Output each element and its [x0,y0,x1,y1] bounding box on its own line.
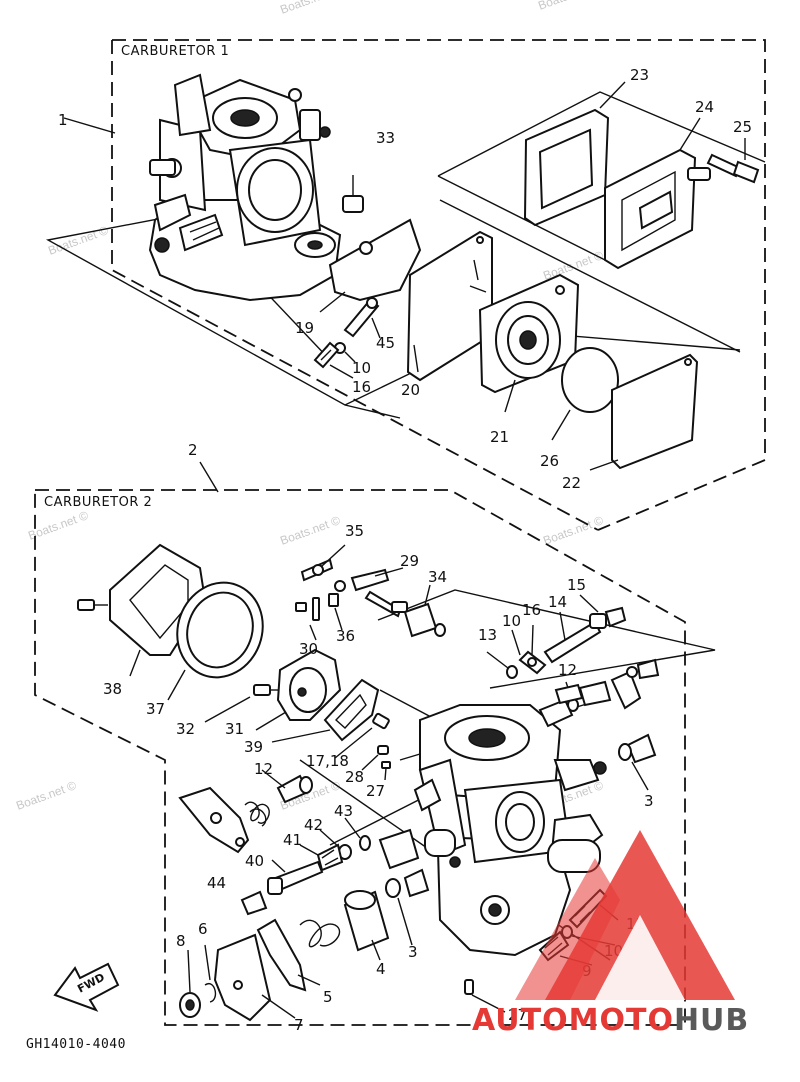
part-27-jet [464,979,506,1013]
brand-text: AUTOMOTOHUB [472,1003,749,1038]
brand-auto: AUTO [472,1003,569,1038]
callout-16: 16 [522,601,541,619]
callout-12: 12 [558,661,577,679]
callout-2: 2 [188,441,198,459]
callout-7: 7 [294,1016,304,1034]
parts-45-10-16 [313,297,381,379]
callout-3-lower: 3 [408,943,418,961]
watermark: Boats.net © [14,778,78,813]
callout-8: 8 [176,932,186,950]
watermark: Boats.net © [541,513,605,548]
brand-triangle-icon [515,830,735,1000]
carburetor-2-label: CARBURETOR 2 [44,495,152,510]
parts-35-29-34-30-36 [295,544,446,641]
part-12-collar-left [261,769,313,804]
callout-19: 19 [295,319,314,337]
part-39-gasket [271,678,380,743]
callout-31: 31 [225,720,244,738]
callout-10: 10 [502,612,521,630]
carburetor-1-label: CARBURETOR 1 [121,44,229,59]
callout-29: 29 [400,552,419,570]
part-5-spring-lever [256,918,341,992]
watermark: Boats.net © [278,513,342,548]
callout-43: 43 [334,802,353,820]
part-19-diaphragm [319,218,422,313]
part-37-diaphragm [167,581,264,701]
callout-25: 25 [733,118,752,136]
spring-left [244,801,270,827]
callout-30: 30 [299,640,318,658]
carburetor-2-boundary [34,489,686,1026]
lever-arm-left [178,786,250,854]
parts-17-18-28-27 [334,712,391,781]
callout-34: 34 [428,568,447,586]
carburetor-2-body [378,683,607,957]
callout-42: 42 [304,816,323,834]
watermark: Boats.net © [541,248,605,283]
callout-22: 22 [562,474,581,492]
callout-33: 33 [376,129,395,147]
callout-13: 13 [478,626,497,644]
callout-16: 16 [352,378,371,396]
carb1-callouts: 1 33 23 24 25 19 45 10 16 20 21 26 22 [58,66,752,492]
callout-32: 32 [176,720,195,738]
part-31-pump-cap [255,648,342,731]
callout-37: 37 [146,700,165,718]
part-32-screw [204,684,282,723]
callout-20: 20 [401,381,420,399]
parts-43-42-41-40-44 [240,817,371,916]
callout-12-left: 12 [254,760,273,778]
watermark: Boats.net © [536,0,600,13]
callout-26: 26 [540,452,559,470]
callout-40: 40 [245,852,264,870]
callout-38: 38 [103,680,122,698]
part-20-gasket [406,230,493,382]
leader-2 [199,461,219,493]
part-24-cover [604,117,711,270]
callout-4: 4 [376,960,386,978]
part-6-washer [204,944,217,1003]
part-21-pump-cover [478,273,580,413]
brand-hub: HUB [674,1003,749,1038]
callout-45: 45 [376,334,395,352]
callout-35: 35 [345,522,364,540]
callout-21: 21 [490,428,509,446]
part-38-screw [77,599,108,611]
parts-13-10-16-14-15 [486,594,660,712]
callout-39: 39 [244,738,263,756]
callout-15: 15 [567,576,586,594]
callout-41: 41 [283,831,302,849]
callout-36: 36 [336,627,355,645]
part-8-nut [179,949,201,1018]
callout-23: 23 [630,66,649,84]
fwd-arrow-icon: FWD [53,962,120,1012]
brand-moto: MOTO [569,1003,674,1038]
part-4-tube-3-washer [343,868,430,961]
callout-24: 24 [695,98,714,116]
callout-27-lower: 27 [508,1006,527,1024]
callout-17-18: 17,18 [306,752,349,770]
callout-1: 1 [58,111,68,129]
callout-6: 6 [198,920,208,938]
callout-10: 10 [352,359,371,377]
part-7-throttle-cam [213,933,296,1022]
carburetor-1-boundary [111,39,766,531]
callout-28: 28 [345,768,364,786]
watermark: Boats.net © [46,223,110,258]
callout-3-upper: 3 [644,792,654,810]
callout-27: 27 [366,782,385,800]
callout-44: 44 [207,874,226,892]
part-33-screw [342,175,364,213]
callout-5: 5 [323,988,333,1006]
part-3-collar-upper [618,733,657,791]
brand-logo: AUTOMOTOHUB [472,830,749,1038]
watermark: Boats.net © [278,0,342,17]
callout-14: 14 [548,593,567,611]
part-25-bolt [706,138,760,184]
part-26-o-ring [551,347,619,441]
carburetor-1-body [148,73,342,302]
part-22-plate [589,353,699,471]
figure-code: GH14010-4040 [26,1037,126,1052]
